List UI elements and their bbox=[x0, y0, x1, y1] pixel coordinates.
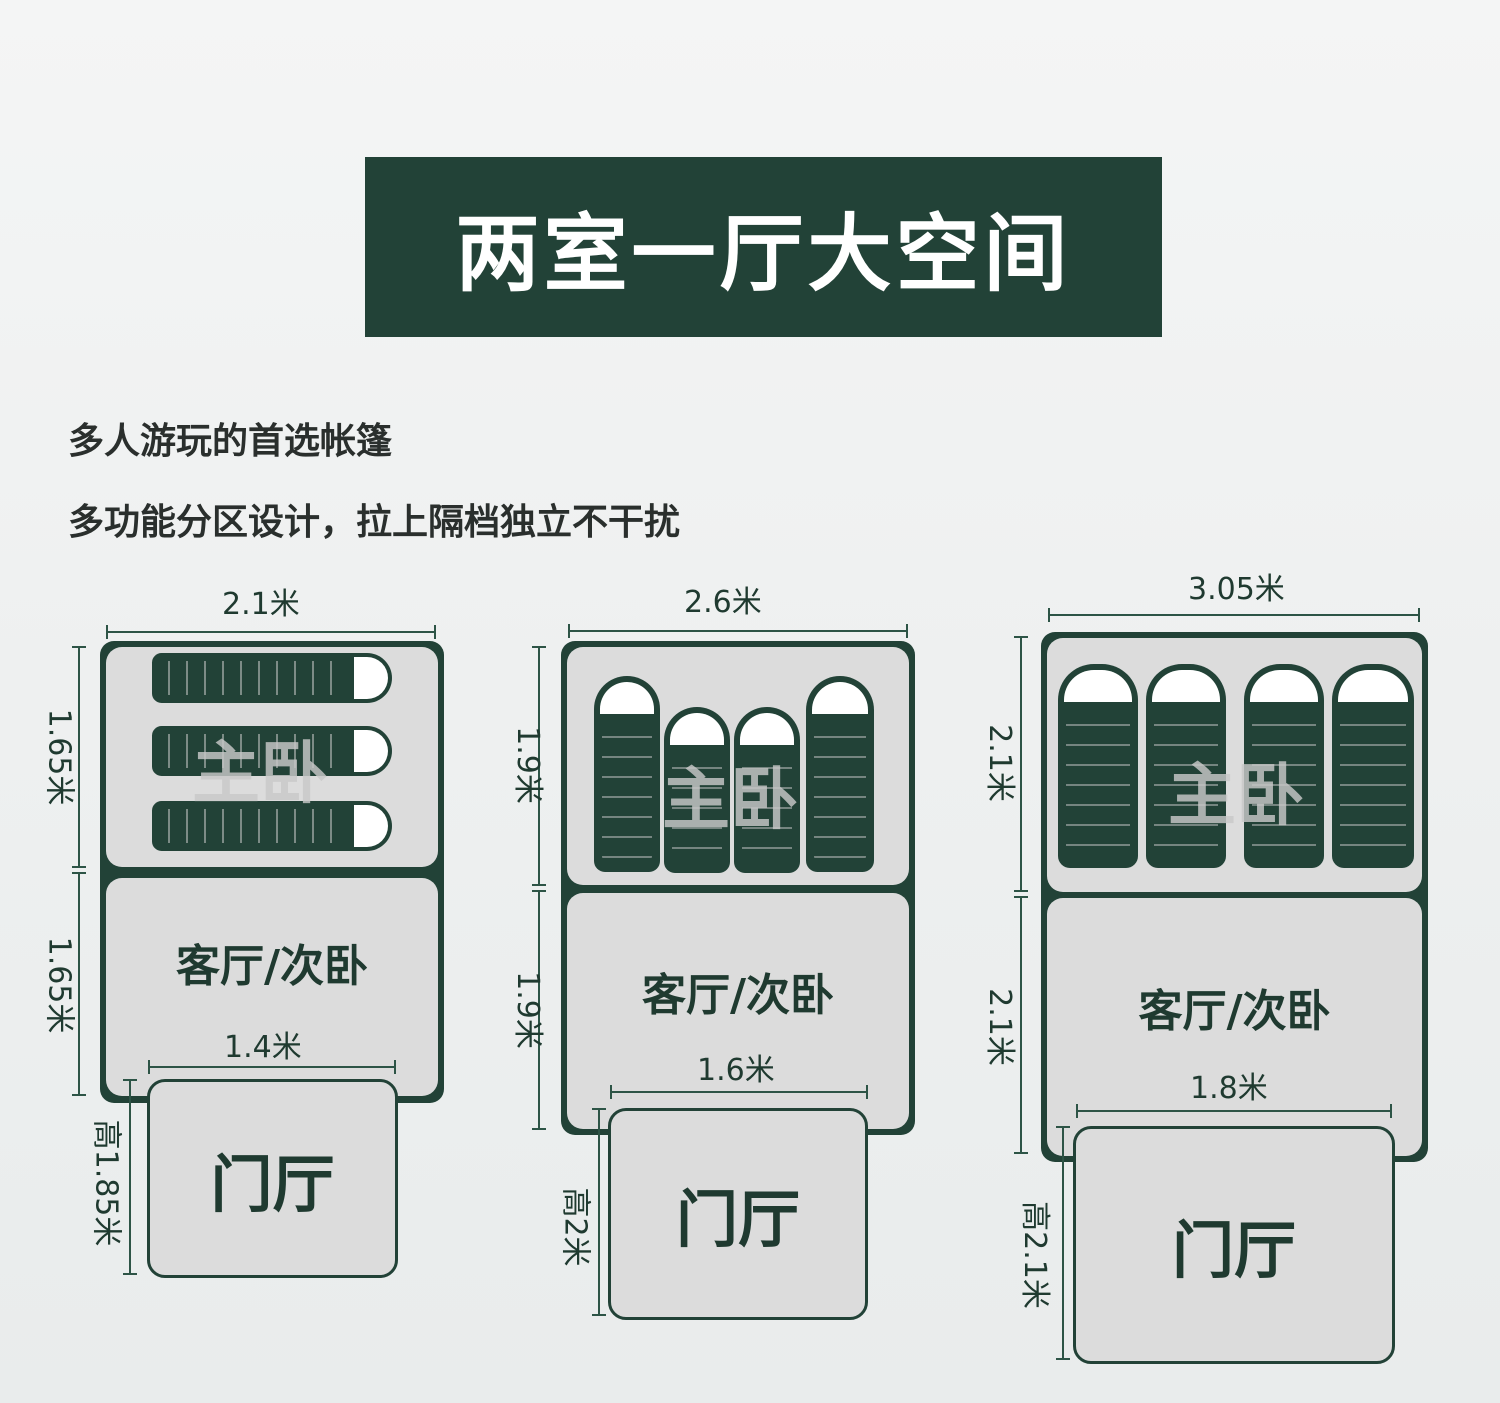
tent-1-bedroom-depth-line bbox=[72, 646, 86, 868]
tent-2-hall-width-line bbox=[610, 1085, 868, 1099]
sleeping-bag-icon bbox=[152, 653, 392, 703]
tent-1-hall: 门厅 bbox=[147, 1079, 398, 1278]
sleeping-bag-icon bbox=[664, 707, 730, 873]
sleeping-bag-icon bbox=[806, 676, 874, 872]
tent-1-living-depth-line bbox=[72, 872, 86, 1096]
tent-3-living-depth-line bbox=[1014, 896, 1028, 1154]
tent-1-width-label: 2.1米 bbox=[222, 587, 300, 622]
tent-2-hall-height-label: 高2米 bbox=[557, 1187, 593, 1267]
tent-3-hall-height-label: 高2.1米 bbox=[1016, 1201, 1052, 1309]
tent-3-bedroom-depth-label: 2.1米 bbox=[981, 724, 1017, 802]
tent-1-living-depth-label: 1.65米 bbox=[41, 936, 77, 1034]
tent-2-hall-width-label: 1.6米 bbox=[697, 1053, 775, 1088]
tent-2-bedroom-label: 主卧 bbox=[662, 761, 799, 840]
tent-3-living-room: 客厅/次卧 bbox=[1047, 898, 1422, 1156]
tent-2-living-depth-label: 1.9米 bbox=[509, 971, 545, 1049]
tent-2-hall-height-line bbox=[592, 1108, 606, 1316]
tent-3-hall-width-line bbox=[1076, 1104, 1392, 1118]
tent-1-hall-height-label: 高1.85米 bbox=[88, 1119, 124, 1247]
tent-2-width-label: 2.6米 bbox=[684, 585, 762, 620]
tent-3-hall-width-label: 1.8米 bbox=[1190, 1071, 1268, 1106]
sleeping-bag-icon bbox=[1058, 664, 1138, 868]
tent-1-hall-width-label: 1.4米 bbox=[224, 1030, 302, 1065]
tent-3-hall: 门厅 bbox=[1073, 1126, 1395, 1364]
sleeping-bag-icon bbox=[594, 676, 660, 872]
sleeping-bag-icon bbox=[152, 726, 392, 776]
tent-2-hall: 门厅 bbox=[608, 1108, 868, 1320]
tent-1-living-room: 客厅/次卧 bbox=[106, 878, 438, 1096]
tent-2-width-line bbox=[568, 624, 908, 638]
subtitle-1: 多人游玩的首选帐篷 bbox=[68, 421, 393, 462]
tent-2-living-depth-line bbox=[532, 890, 546, 1130]
sleeping-bag-icon bbox=[734, 707, 800, 873]
tent-2-bedroom-depth-label: 1.9米 bbox=[509, 726, 545, 804]
tent-3-width-label: 3.05米 bbox=[1188, 572, 1285, 607]
tent-1-bedroom-depth-label: 1.65米 bbox=[41, 708, 77, 806]
sleeping-bag-icon bbox=[1332, 664, 1414, 868]
tent-3-bedroom-depth-line bbox=[1014, 636, 1028, 892]
tent-3-hall-height-line bbox=[1056, 1126, 1070, 1360]
tent-2-bedroom-depth-line bbox=[532, 646, 546, 886]
tent-3-width-line bbox=[1048, 608, 1420, 622]
sleeping-bag-icon bbox=[152, 801, 392, 851]
tent-3-bedroom-label: 主卧 bbox=[1168, 757, 1305, 836]
tent-1-width-line bbox=[106, 625, 436, 639]
tent-1-bedroom-label: 主卧 bbox=[192, 735, 329, 814]
tent-3-living-depth-label: 2.1米 bbox=[981, 988, 1017, 1066]
tent-1-hall-width-line bbox=[148, 1060, 396, 1074]
page-title: 两室一厅大空间 bbox=[365, 157, 1162, 337]
sleeping-bag-icon bbox=[1146, 664, 1226, 868]
tent-2-living-room: 客厅/次卧 bbox=[567, 893, 909, 1129]
sleeping-bag-icon bbox=[1244, 664, 1324, 868]
subtitle-2: 多功能分区设计，拉上隔档独立不干扰 bbox=[68, 502, 681, 543]
tent-1-hall-height-line bbox=[123, 1079, 137, 1275]
